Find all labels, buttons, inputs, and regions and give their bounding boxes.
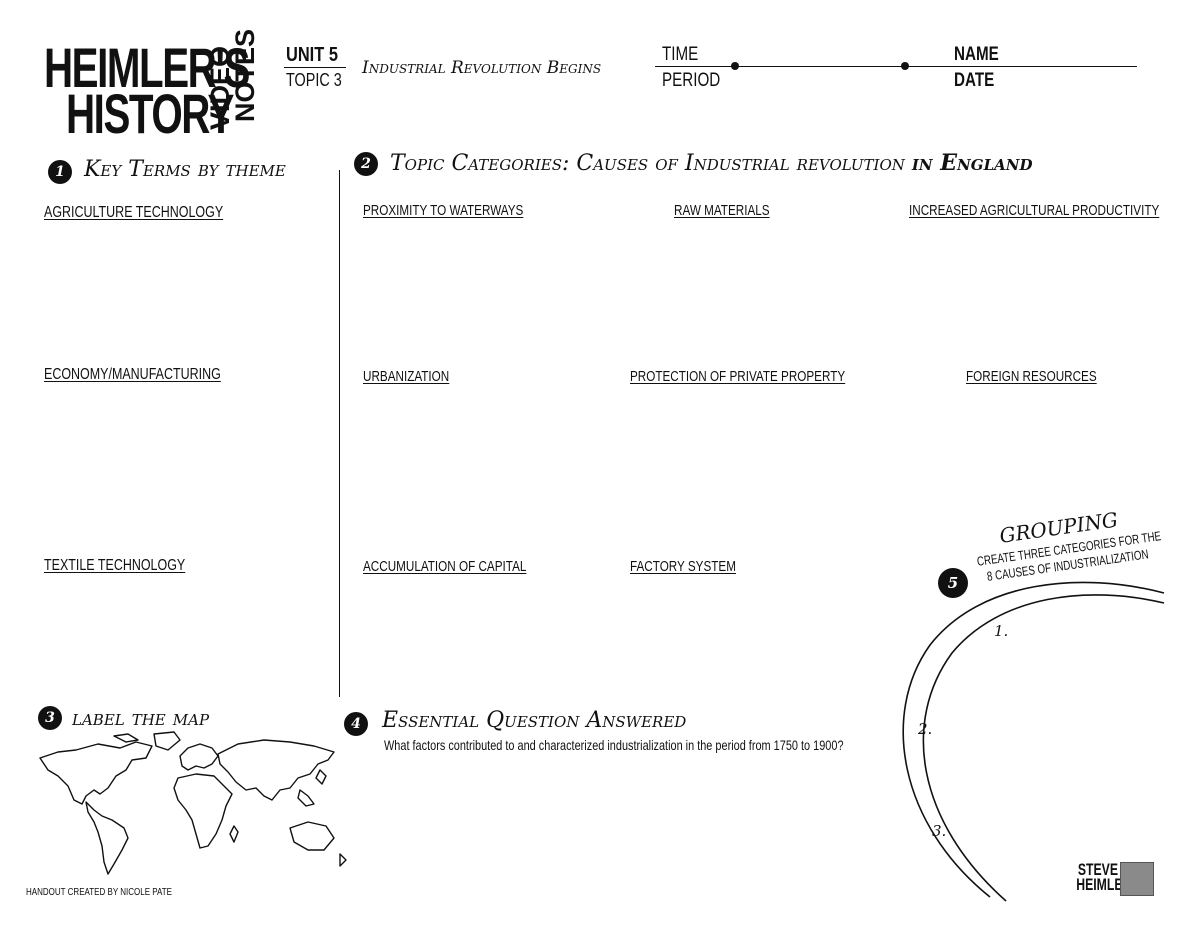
logo-history: HISTORY	[66, 82, 234, 145]
category-protection-of-private-property: PROTECTION OF PRIVATE PROPERTY	[630, 368, 846, 385]
name-line-dot	[901, 62, 909, 70]
logo-notes: NOTES	[230, 28, 260, 122]
grouping-circles	[902, 581, 1165, 902]
theme-agriculture-technology: AGRICULTURE TECHNOLOGY	[44, 204, 224, 221]
category-foreign-resources: FOREIGN RESOURCES	[966, 368, 1097, 385]
theme-economy-manufacturing: ECONOMY/MANUFACTURING	[44, 366, 221, 383]
section2-title-main: Topic Categories: Causes of Industrial r…	[390, 151, 912, 176]
section4-number-badge: 4	[344, 712, 368, 736]
category-raw-materials: RAW MATERIALS	[674, 202, 770, 219]
date-label: DATE	[954, 70, 995, 91]
header-fill-line	[655, 66, 1137, 67]
category-increased-agricultural-productivity: INCREASED AGRICULTURAL PRODUCTIVITY	[909, 202, 1160, 219]
section3-title: label the map	[72, 706, 210, 731]
section1-title: Key Terms by theme	[84, 157, 286, 182]
section3-number-badge: 3	[38, 706, 62, 730]
unit-divider	[284, 67, 346, 68]
category-proximity-to-waterways: PROXIMITY TO WATERWAYS	[363, 202, 524, 219]
handout-credit: HANDOUT CREATED BY NICOLE PATE	[26, 887, 172, 898]
topic-label: TOPIC 3	[286, 70, 342, 90]
category-factory-system: FACTORY SYSTEM	[630, 558, 736, 575]
period-label: PERIOD	[662, 70, 721, 91]
author-photo	[1120, 862, 1154, 896]
category-accumulation-of-capital: ACCUMULATION OF CAPITAL	[363, 558, 527, 575]
time-label: TIME	[662, 44, 699, 65]
lesson-title: Industrial Revolution Begins	[362, 58, 602, 78]
grouping-slot-3: 3.	[932, 822, 947, 840]
section2-title: Topic Categories: Causes of Industrial r…	[390, 150, 1033, 176]
essential-question: What factors contributed to and characte…	[384, 737, 844, 753]
section1-number-badge: 1	[48, 160, 72, 184]
section5-number-badge: 5	[938, 568, 968, 598]
grouping-slot-1: 1.	[994, 622, 1009, 640]
signature: STEVE HEIMLER	[1076, 860, 1132, 895]
name-label: NAME	[954, 44, 999, 65]
section2-title-bold: in England	[911, 150, 1033, 176]
signature-first: STEVE	[1077, 860, 1118, 879]
grouping-slot-2: 2.	[918, 720, 933, 738]
time-line-dot	[731, 62, 739, 70]
world-map-outline	[39, 731, 347, 875]
category-urbanization: URBANIZATION	[363, 368, 450, 385]
column-divider	[339, 170, 340, 697]
section4-title: Essential Question Answered	[382, 708, 687, 733]
signature-last: HEIMLER	[1076, 875, 1132, 895]
section2-number-badge: 2	[354, 152, 378, 176]
unit-label: UNIT 5	[286, 44, 338, 66]
theme-textile-technology: TEXTILE TECHNOLOGY	[44, 557, 186, 574]
logo-heimlers: HEIMLER'S	[44, 36, 250, 99]
